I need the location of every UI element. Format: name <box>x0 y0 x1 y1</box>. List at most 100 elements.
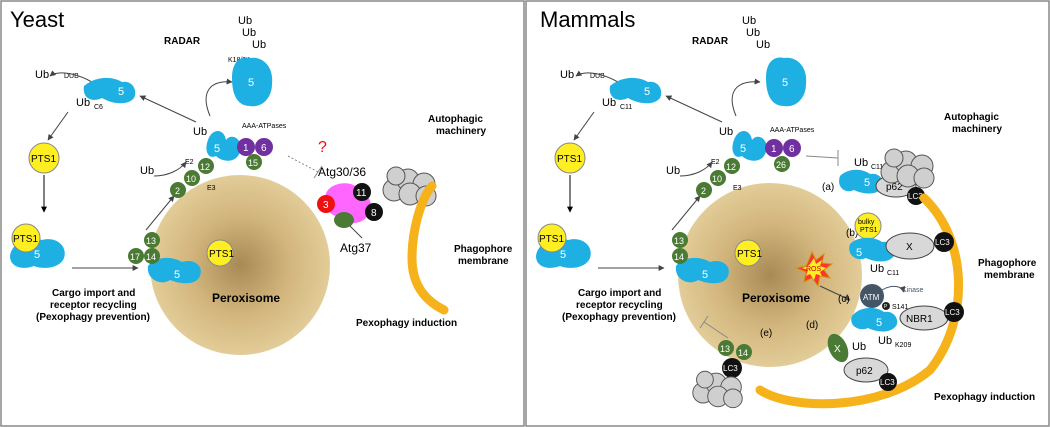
yeast-section: Yeast Peroxisome PTS1 RADAR Ub Ub Ub K18… <box>10 7 513 355</box>
ub-c6-label: Ub <box>76 97 90 109</box>
e2-label: E2 <box>185 159 194 166</box>
mammal-dub-arrow <box>575 70 619 83</box>
pex11 <box>353 183 371 201</box>
x-d <box>827 333 849 363</box>
mammal-pts1-inside-label: PTS1 <box>737 249 762 260</box>
mammal-cargo-label-3: (Pexophagy prevention) <box>562 312 676 323</box>
pex6 <box>255 138 273 156</box>
label-e: (e) <box>760 328 772 339</box>
mammal-docking-complex: 5 13 14 <box>672 232 729 284</box>
lc3-c-label: LC3 <box>945 308 960 317</box>
kinase-arrow <box>881 285 906 293</box>
mammal-peroxisome-label: Peroxisome <box>742 291 810 305</box>
mammal-ub-e2-label: Ub <box>666 165 680 177</box>
atg30-label: Atg30/36 <box>318 165 366 179</box>
mammals-section: Mammals Peroxisome PTS1 RADAR Ub Ub Ub 5… <box>536 7 1037 409</box>
lc3-d-label: LC3 <box>880 378 895 387</box>
label-c: (c) <box>838 294 850 305</box>
lc3-b-label: LC3 <box>935 238 950 247</box>
ub-a-label: Ub <box>854 157 868 169</box>
mammal-pex1 <box>765 139 783 157</box>
ub-free-label: Ub <box>35 69 49 81</box>
pex14-e-label: 14 <box>738 348 748 358</box>
pex12-label: 12 <box>200 162 210 172</box>
nbr1-label: NBR1 <box>906 314 933 325</box>
atg37-shape <box>334 212 354 228</box>
pex17-label: 17 <box>130 252 140 262</box>
pex2 <box>170 182 186 198</box>
pex5-b <box>849 237 896 262</box>
mammal-pts1-pex5-complex: 5 PTS1 <box>536 223 591 268</box>
ub-d-label: Ub <box>852 341 866 353</box>
pex10 <box>184 170 200 186</box>
lc3-e-label: LC3 <box>723 364 738 373</box>
bulky-label-1: bulky <box>858 219 875 226</box>
lc3-a-label: LC3 <box>908 192 923 201</box>
mammal-ub-free-label: Ub <box>560 69 574 81</box>
mammal-pex12-label: 12 <box>726 162 736 172</box>
mammal-cargo-label-1: Cargo import and <box>578 288 661 299</box>
c6-label: C6 <box>94 104 103 111</box>
e-inhibition-line <box>703 321 729 339</box>
pex3 <box>317 195 335 213</box>
pex11-label: 11 <box>356 188 367 199</box>
ub-aaa-label: Ub <box>193 126 207 138</box>
yeast-title: Yeast <box>10 7 64 32</box>
inhibition-bar <box>313 165 323 179</box>
pex5-radar: 5 <box>232 57 273 107</box>
kinase-label: Kinase <box>902 287 924 294</box>
mammal-to-e3-arrow <box>671 195 701 231</box>
pex10-label: 10 <box>186 174 196 184</box>
mammal-pex5-dub <box>609 77 662 104</box>
pex5-a-label: 5 <box>864 177 870 189</box>
s141-label: S141 <box>892 304 908 311</box>
ub-c-label: Ub <box>878 335 892 347</box>
pts1-inside-label: PTS1 <box>209 249 234 260</box>
recycle-arrow-1 <box>139 95 197 123</box>
mammal-pts1-inside <box>734 239 762 267</box>
pex14-label: 14 <box>146 252 156 262</box>
docking-complex: 5 13 17 14 <box>128 232 201 284</box>
phagophore-label-2: membrane <box>458 256 509 267</box>
lc3-c <box>944 302 964 322</box>
mammal-ub-radar-2: Ub <box>746 27 760 39</box>
p62-a-label: p62 <box>886 182 903 193</box>
pex13-e-label: 13 <box>720 344 730 354</box>
atm <box>860 284 884 308</box>
mammal-recycle-arrow-1 <box>665 95 723 123</box>
mammal-pex5-aaa <box>732 131 767 161</box>
aaa-label: AAA-ATPases <box>242 123 287 130</box>
pex5-dock-label: 5 <box>174 269 180 281</box>
mammal-e2-arrow <box>679 161 713 177</box>
phospho-p-label: P <box>884 304 888 310</box>
mammal-pex2-label: 2 <box>701 186 706 196</box>
mammal-pex10-label: 10 <box>712 174 722 184</box>
mammal-pex1-label: 1 <box>771 144 777 155</box>
mammal-aaa-label: AAA-ATPases <box>770 127 815 134</box>
inhibition-line <box>287 155 319 173</box>
mammal-ub-radar-1: Ub <box>742 15 756 27</box>
mammal-autophagic-label-1: Autophagic <box>944 112 999 123</box>
mammal-pex6-label: 6 <box>789 144 795 155</box>
pex12 <box>198 158 214 174</box>
e3-label: E3 <box>207 185 216 192</box>
dub-arrow <box>49 70 93 83</box>
mammal-inhibition-line <box>805 155 839 159</box>
mammal-radar-arrow <box>731 78 761 117</box>
pex5-dub: 5 <box>83 77 136 104</box>
label-d: (d) <box>806 320 818 331</box>
mammal-autophagic-label-2: machinery <box>952 124 1002 135</box>
mammal-pex5-dub-label: 5 <box>644 86 650 98</box>
phagophore-membrane <box>407 181 449 315</box>
label-b: (b) <box>846 228 858 239</box>
mammal-ub-c11-label: Ub <box>602 97 616 109</box>
question-mark: ? <box>318 139 327 156</box>
mammal-dub-label: DUB <box>590 73 605 80</box>
ros-burst-inner <box>802 258 826 280</box>
pex5-radar-label: 5 <box>248 77 254 89</box>
mammal-recycle-arrow-2 <box>573 111 595 141</box>
x-b <box>885 232 935 260</box>
radar-label: RADAR <box>164 36 201 47</box>
pex2-label: 2 <box>175 186 180 196</box>
mammal-ub-aaa-label: Ub <box>719 126 733 138</box>
